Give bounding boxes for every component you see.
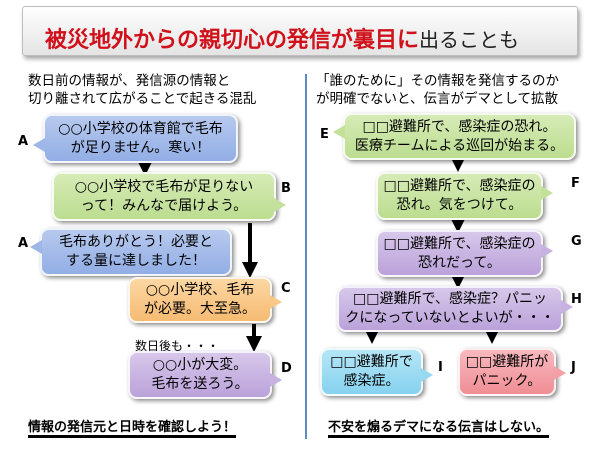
bubble-i: □□避難所で感染症。 [320,348,433,396]
right-footer: 不安を煽るデマになる伝言はしない。 [328,420,550,435]
bubble-a2: 毛布ありがとう！必要とする量に達しました！ [30,228,232,276]
left-footer: 情報の発信元と日時を確認しよう！ [28,420,237,435]
bubble-b: ○○小学校で毛布が足りないって！みんなで届けよう。 [52,172,286,221]
bubble-e: □□避難所で、感染症の恐れ。医療チームによる巡回が始まる。 [333,113,576,160]
bubble-h-line2: クになっていないとよいが・・・ [345,310,555,326]
title-tail: 出ることも [419,28,520,52]
bubble-a1-line1: ○○小学校の体育館で毛布 [58,120,223,137]
bubble-c: ○○小学校、毛布が必要。大至急。 [128,277,282,323]
bubble-j-line2: パニック。 [472,373,542,389]
bubble-a1-line2: が足りません。寒い！ [70,139,211,156]
bubble-g: □□避難所で、感染症の恐れだって。 [376,230,553,277]
label-b: B [281,181,291,196]
bubble-e-line2: 医療チームによる巡回が始まる。 [354,137,565,154]
label-c: C [281,281,291,296]
right-header-line2: が明確でないと、伝言がデマとして拡散 [316,91,559,107]
bubble-f-line1: □□避難所で、感染症の [383,178,536,194]
bubble-a1: ○○小学校の体育館で毛布が足りません。寒い！ [33,114,238,163]
left-header: 数日前の情報が、発信源の情報と 切り離されて広がることで起きる混乱 [28,72,256,108]
column-divider [305,74,307,439]
left-header-line2: 切り離されて広がることで起きる混乱 [28,91,257,107]
bubble-c-line1: ○○小学校、毛布 [145,282,255,298]
bubble-g-line1: □□避難所で、感染症の [383,235,536,252]
bubble-d: ○○小が大変。毛布を送ろう。 [128,351,282,399]
title-banner: 被災地外からの親切心の発信が裏目に出ることも [22,6,578,56]
bubble-i-line2: 感染症。 [343,373,400,389]
page-title: 被災地外からの親切心の発信が裏目に出ることも [45,22,519,54]
label-i: I [438,360,443,375]
bubble-a2-line1: 毛布ありがとう！必要と [59,234,213,250]
bubble-d-line1: ○○小が大変。 [152,357,248,373]
label-e: E [320,127,329,142]
bubble-d-line2: 毛布を送ろう。 [151,376,249,392]
bubble-b-line2: って！みんなで届けよう。 [80,197,248,214]
bubble-b-line1: ○○小学校で毛布が足りない [74,178,254,195]
left-header-line1: 数日前の情報が、発信源の情報と [28,73,231,89]
label-h: H [571,292,582,307]
label-j: J [571,360,576,375]
bubble-h-line1: □□避難所で、感染症？パニッ [353,291,547,307]
bubble-a2-line2: する量に達しました！ [66,253,206,269]
note-days-later: 数日後も・・・ [135,339,220,353]
right-header: 「誰のために」その情報を発信するのか が明確でないと、伝言がデマとして拡散 [316,72,559,108]
bubble-i-line1: □□避難所で [330,354,413,370]
title-main: 被災地外からの親切心の発信が裏目に [45,28,420,53]
bubble-h: □□避難所で、感染症？パニックになっていないとよいが・・・ [337,286,573,332]
right-header-line1: 「誰のために」その情報を発信するのか [316,73,559,89]
label-f: F [571,176,580,191]
bubble-g-line2: 恐れだって。 [418,254,501,271]
bubble-e-line1: □□避難所で、感染症の恐れ。 [362,118,557,135]
label-a1: A [18,134,29,149]
bubble-f: □□避難所で、感染症の恐れ。気をつけて。 [376,172,553,220]
bubble-f-line2: 恐れ。気をつけて。 [396,197,523,213]
label-a2: A [18,236,29,251]
bubble-c-line2: が必要。大至急。 [144,301,256,317]
label-d: D [281,361,292,376]
bubble-j: □□避難所がパニック。 [458,348,566,396]
label-g: G [571,234,582,249]
bubble-j-line1: □□避難所が [465,354,549,370]
